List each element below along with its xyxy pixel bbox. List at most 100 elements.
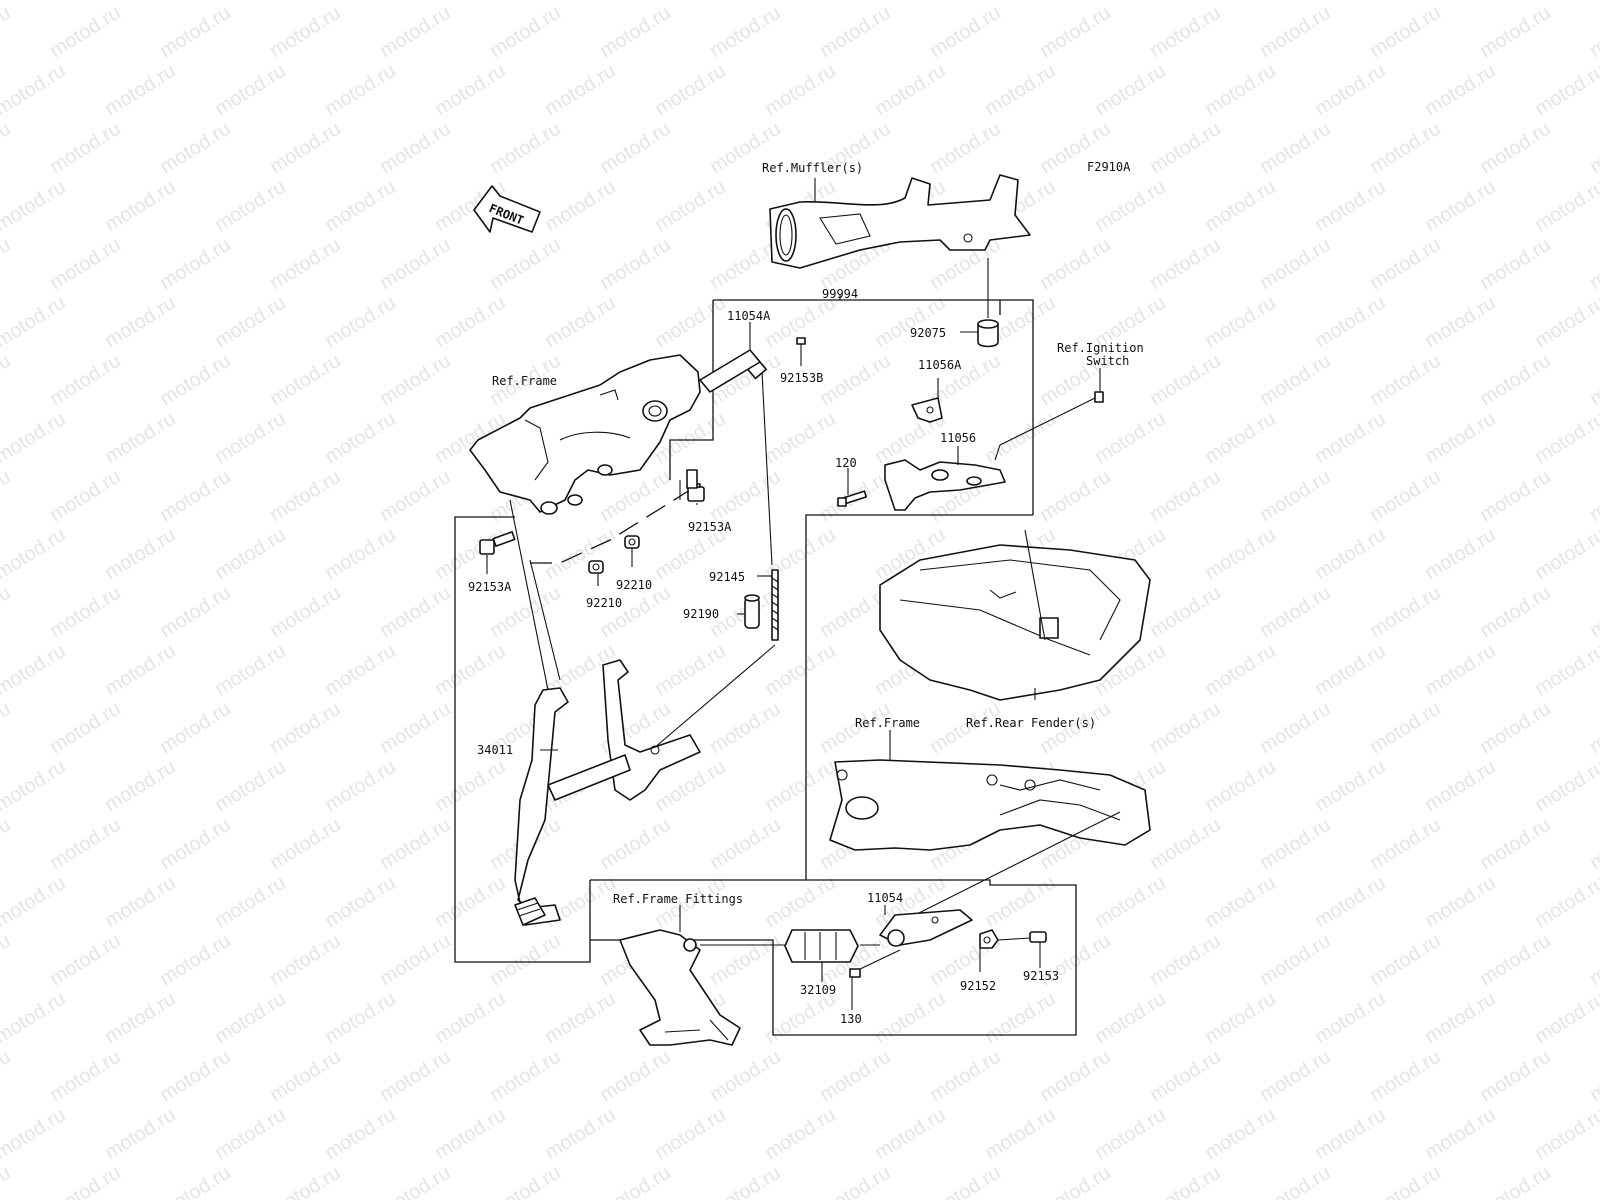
watermark-text: motod.ru: [101, 292, 180, 352]
watermark-text: motod.ru: [486, 234, 565, 294]
label-92210-a: 92210: [616, 578, 652, 592]
watermark-text: motod.ru: [1531, 408, 1600, 468]
watermark-text: motod.ru: [321, 60, 400, 120]
watermark-text: motod.ru: [431, 988, 510, 1048]
part-92152-92153: [979, 929, 1047, 949]
watermark-text: motod.ru: [0, 466, 15, 526]
watermark-text: motod.ru: [46, 1046, 125, 1106]
watermark-text: motod.ru: [651, 640, 730, 700]
watermark-text: motod.ru: [266, 466, 345, 526]
watermark-text: motod.ru: [871, 1104, 950, 1164]
watermark-text: motod.ru: [376, 814, 455, 874]
watermark-text: motod.ru: [46, 2, 125, 62]
label-ref-ignition-2: Switch: [1086, 354, 1129, 368]
label-130: 130: [840, 1012, 862, 1026]
watermark-text: motod.ru: [1586, 582, 1600, 642]
part-92145-spring: [639, 371, 779, 761]
watermark-text: motod.ru: [0, 1046, 15, 1106]
watermark-text: motod.ru: [486, 930, 565, 990]
watermark-text: motod.ru: [541, 872, 620, 932]
watermark-text: motod.ru: [1146, 582, 1225, 642]
watermark-text: motod.ru: [761, 640, 840, 700]
watermark-text: motod.ru: [101, 872, 180, 932]
label-92152: 92152: [960, 979, 996, 993]
watermark-text: motod.ru: [486, 118, 565, 178]
watermark-text: motod.ru: [101, 524, 180, 584]
watermark-text: motod.ru: [706, 698, 785, 758]
watermark-text: motod.ru: [1146, 118, 1225, 178]
watermark-text: motod.ru: [1476, 1046, 1555, 1106]
watermark-text: motod.ru: [1146, 698, 1225, 758]
label-11056A: 11056A: [918, 358, 962, 372]
watermark-text: motod.ru: [1311, 988, 1390, 1048]
watermark-text: motod.ru: [1586, 1046, 1600, 1106]
watermark-text: motod.ru: [1146, 466, 1225, 526]
watermark-text: motod.ru: [0, 930, 15, 990]
watermark-text: motod.ru: [1256, 1046, 1335, 1106]
rear-fender-ref-part: [879, 529, 1151, 701]
watermark-text: motod.ru: [46, 234, 125, 294]
watermark-text: motod.ru: [1421, 60, 1500, 120]
watermark-text: motod.ru: [46, 466, 125, 526]
watermark-text: motod.ru: [266, 350, 345, 410]
watermark-text: motod.ru: [1146, 350, 1225, 410]
watermark-text: motod.ru: [761, 408, 840, 468]
watermark-text: motod.ru: [706, 1162, 785, 1200]
part-92153A-left: [479, 531, 516, 555]
watermark-text: motod.ru: [816, 350, 895, 410]
watermark-text: motod.ru: [1256, 118, 1335, 178]
watermark-text: motod.ru: [1091, 872, 1170, 932]
watermark-text: motod.ru: [1366, 466, 1445, 526]
watermark-text: motod.ru: [266, 2, 345, 62]
watermark-text: motod.ru: [211, 1104, 290, 1164]
watermark-text: motod.ru: [1421, 756, 1500, 816]
watermark-text: motod.ru: [1531, 756, 1600, 816]
figure-code: F2910A: [1087, 160, 1131, 174]
label-92153B: 92153B: [780, 371, 823, 385]
watermark-text: motod.ru: [1201, 408, 1280, 468]
watermark-text: motod.ru: [46, 698, 125, 758]
watermark-text: motod.ru: [1311, 176, 1390, 236]
watermark-text: motod.ru: [156, 930, 235, 990]
watermark-text: motod.ru: [1201, 176, 1280, 236]
watermark-text: motod.ru: [1091, 988, 1170, 1048]
watermark-text: motod.ru: [156, 582, 235, 642]
watermark-text: motod.ru: [46, 814, 125, 874]
watermark-text: motod.ru: [1146, 930, 1225, 990]
watermark-text: motod.ru: [541, 292, 620, 352]
watermark-text: motod.ru: [1366, 930, 1445, 990]
watermark-text: motod.ru: [871, 292, 950, 352]
watermark-text: motod.ru: [1036, 466, 1115, 526]
watermark-text: motod.ru: [1146, 1162, 1225, 1200]
watermark-text: motod.ru: [1311, 756, 1390, 816]
watermark-text: motod.ru: [0, 2, 15, 62]
watermark-text: motod.ru: [1366, 118, 1445, 178]
label-ref-frame-fittings: Ref.Frame Fittings: [613, 892, 743, 906]
watermark-text: motod.ru: [596, 2, 675, 62]
watermark-text: motod.ru: [321, 524, 400, 584]
label-32109: 32109: [800, 983, 836, 997]
watermark-text: motod.ru: [1421, 408, 1500, 468]
watermark-text: motod.ru: [1476, 930, 1555, 990]
watermark-text: motod.ru: [376, 234, 455, 294]
watermark-text: motod.ru: [376, 350, 455, 410]
watermark-text: motod.ru: [1146, 234, 1225, 294]
frame-fittings-ref-part: [619, 929, 741, 1046]
watermark-text: motod.ru: [1366, 2, 1445, 62]
watermark-text: motod.ru: [926, 1046, 1005, 1106]
watermark-text: motod.ru: [1586, 466, 1600, 526]
watermark-text: motod.ru: [376, 2, 455, 62]
watermark-text: motod.ru: [156, 466, 235, 526]
watermark-text: motod.ru: [101, 408, 180, 468]
watermark-text: motod.ru: [156, 234, 235, 294]
watermark-text: motod.ru: [1311, 408, 1390, 468]
watermark-text: motod.ru: [1201, 524, 1280, 584]
watermark-text: motod.ru: [1201, 292, 1280, 352]
watermark-text: motod.ru: [1256, 930, 1335, 990]
watermark-text: motod.ru: [0, 408, 70, 468]
watermark-text: motod.ru: [1366, 1046, 1445, 1106]
watermark-text: motod.ru: [816, 2, 895, 62]
watermark-text: motod.ru: [321, 1104, 400, 1164]
watermark-text: motod.ru: [431, 524, 510, 584]
